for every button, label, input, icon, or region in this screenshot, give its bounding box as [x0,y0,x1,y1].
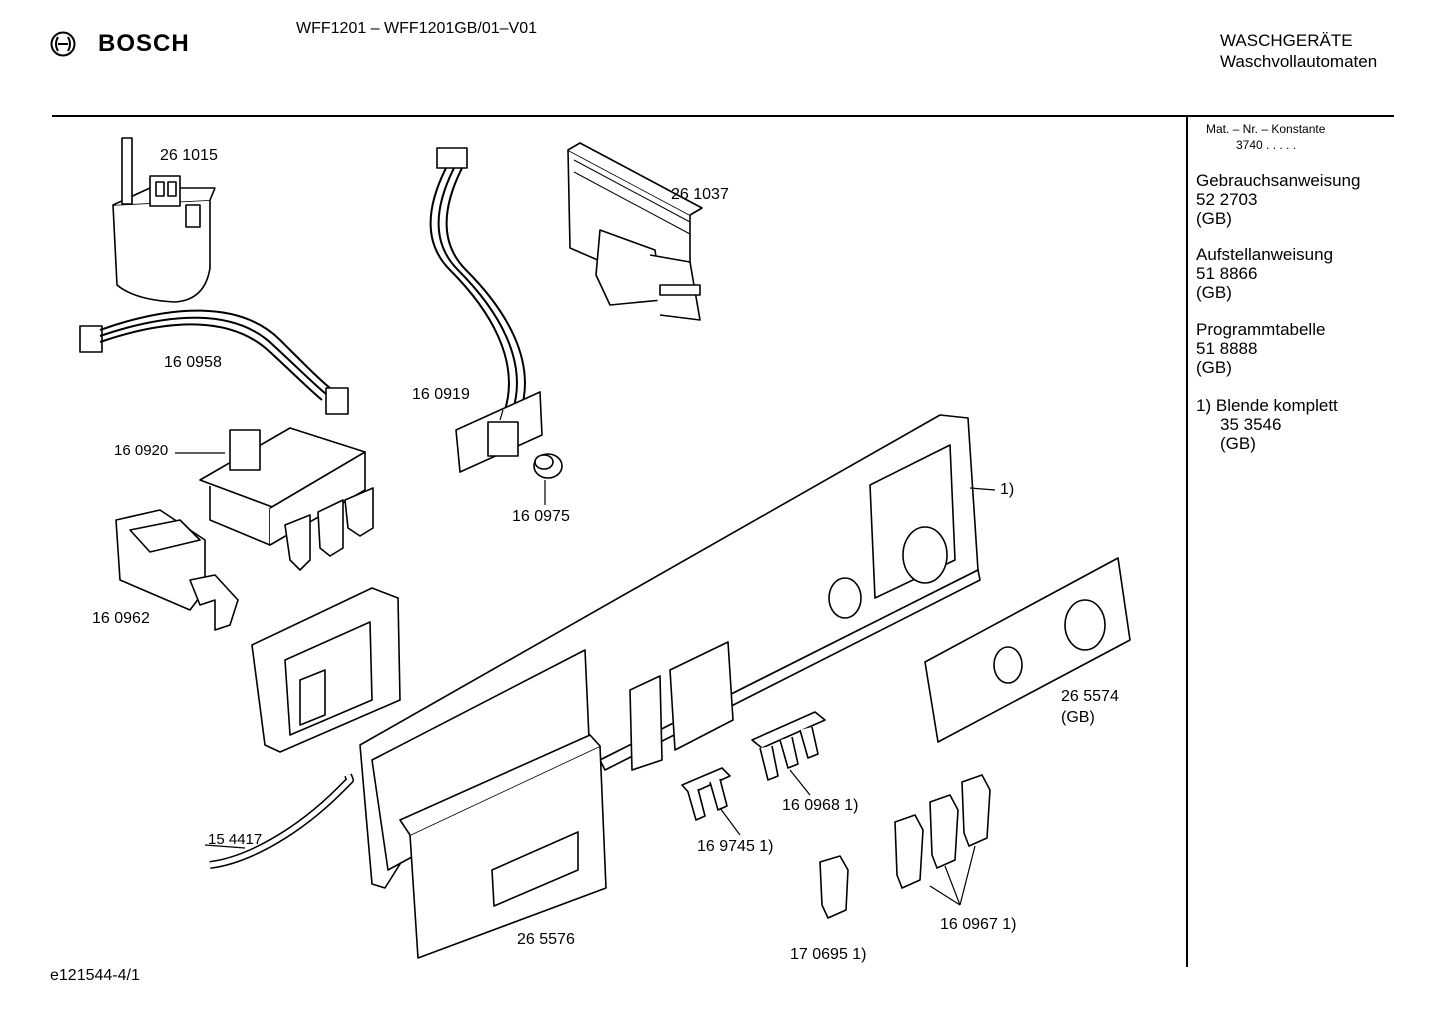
knob-part [533,453,563,479]
label-160967: 16 0967 1) [940,916,1017,933]
category-subtitle: Waschvollautomaten [1220,52,1378,71]
label-261037: 26 1037 [671,186,729,203]
doc-block: Gebrauchsanweisung 52 2703 (GB) [1196,171,1360,228]
label-169745: 16 9745 1) [697,838,774,855]
control-module-part [567,142,703,321]
label-265574-region: (GB) [1061,709,1095,726]
doc-block: Programmtabelle 51 8888 (GB) [1196,320,1325,377]
doc-region: (GB) [1196,209,1232,228]
clip-part [681,767,731,821]
cable-harness-part [79,309,349,415]
note-title: Blende komplett [1215,396,1338,415]
bosch-logo-icon [50,31,76,57]
pushbuttons-part [894,774,991,889]
label-160958: 16 0958 [164,354,222,371]
doc-block: Aufstellanweisung 51 8866 (GB) [1196,245,1333,302]
doc-title: Aufstellanweisung [1196,245,1334,264]
footer-code: e121544-4/1 [50,967,140,984]
cable-board-part [429,147,543,473]
label-160968: 16 0968 1) [782,797,859,814]
label-160975: 16 0975 [512,508,570,525]
label-170695: 17 0695 1) [790,946,867,963]
sidebar-divider [1186,117,1188,967]
rod-part [209,773,354,869]
model-title: WFF1201 – WFF1201GB/01–V01 [296,20,537,37]
clip-strip-part [751,711,826,781]
label-160920: 16 0920 [114,442,169,459]
header-divider [52,115,1394,117]
label-160962: 16 0962 [92,610,150,627]
pushbutton-part [819,855,849,919]
mat-nr-label: Mat. – Nr. – Konstante [1206,122,1326,136]
doc-number: 51 8888 [1196,339,1258,358]
label-blende: 1) [1000,481,1015,498]
exploded-view-drawing [79,137,1131,959]
doc-number: 51 8866 [1196,264,1258,283]
brand-name: BOSCH [98,30,190,57]
selector-housing-part [251,587,401,753]
switch-assembly-part [199,427,374,571]
note-block: 1) Blende komplett 35 3546 (GB) [1196,396,1338,453]
note-number: 35 3546 [1220,415,1282,434]
filter-part [112,137,216,303]
leader-lines [175,409,996,906]
note-marker: 1) [1196,396,1212,415]
category-title: WASCHGERÄTE [1220,31,1353,50]
label-154417: 15 4417 [208,831,263,848]
label-160919: 16 0919 [412,386,470,403]
doc-title: Gebrauchsanweisung [1196,171,1361,190]
holder-part [115,509,239,631]
label-265576: 26 5576 [517,931,575,948]
label-261015: 26 1015 [160,147,218,164]
brand: BOSCH [50,30,190,58]
doc-region: (GB) [1196,283,1232,302]
note-region: (GB) [1220,434,1256,453]
doc-number: 52 2703 [1196,190,1258,209]
drawer-front-part [399,734,607,959]
doc-region: (GB) [1196,358,1232,377]
decor-strip-part [924,557,1131,743]
doc-title: Programmtabelle [1196,320,1326,339]
label-265574: 26 5574 [1061,688,1119,705]
mat-nr-value: 3740 . . . . . [1236,138,1297,152]
